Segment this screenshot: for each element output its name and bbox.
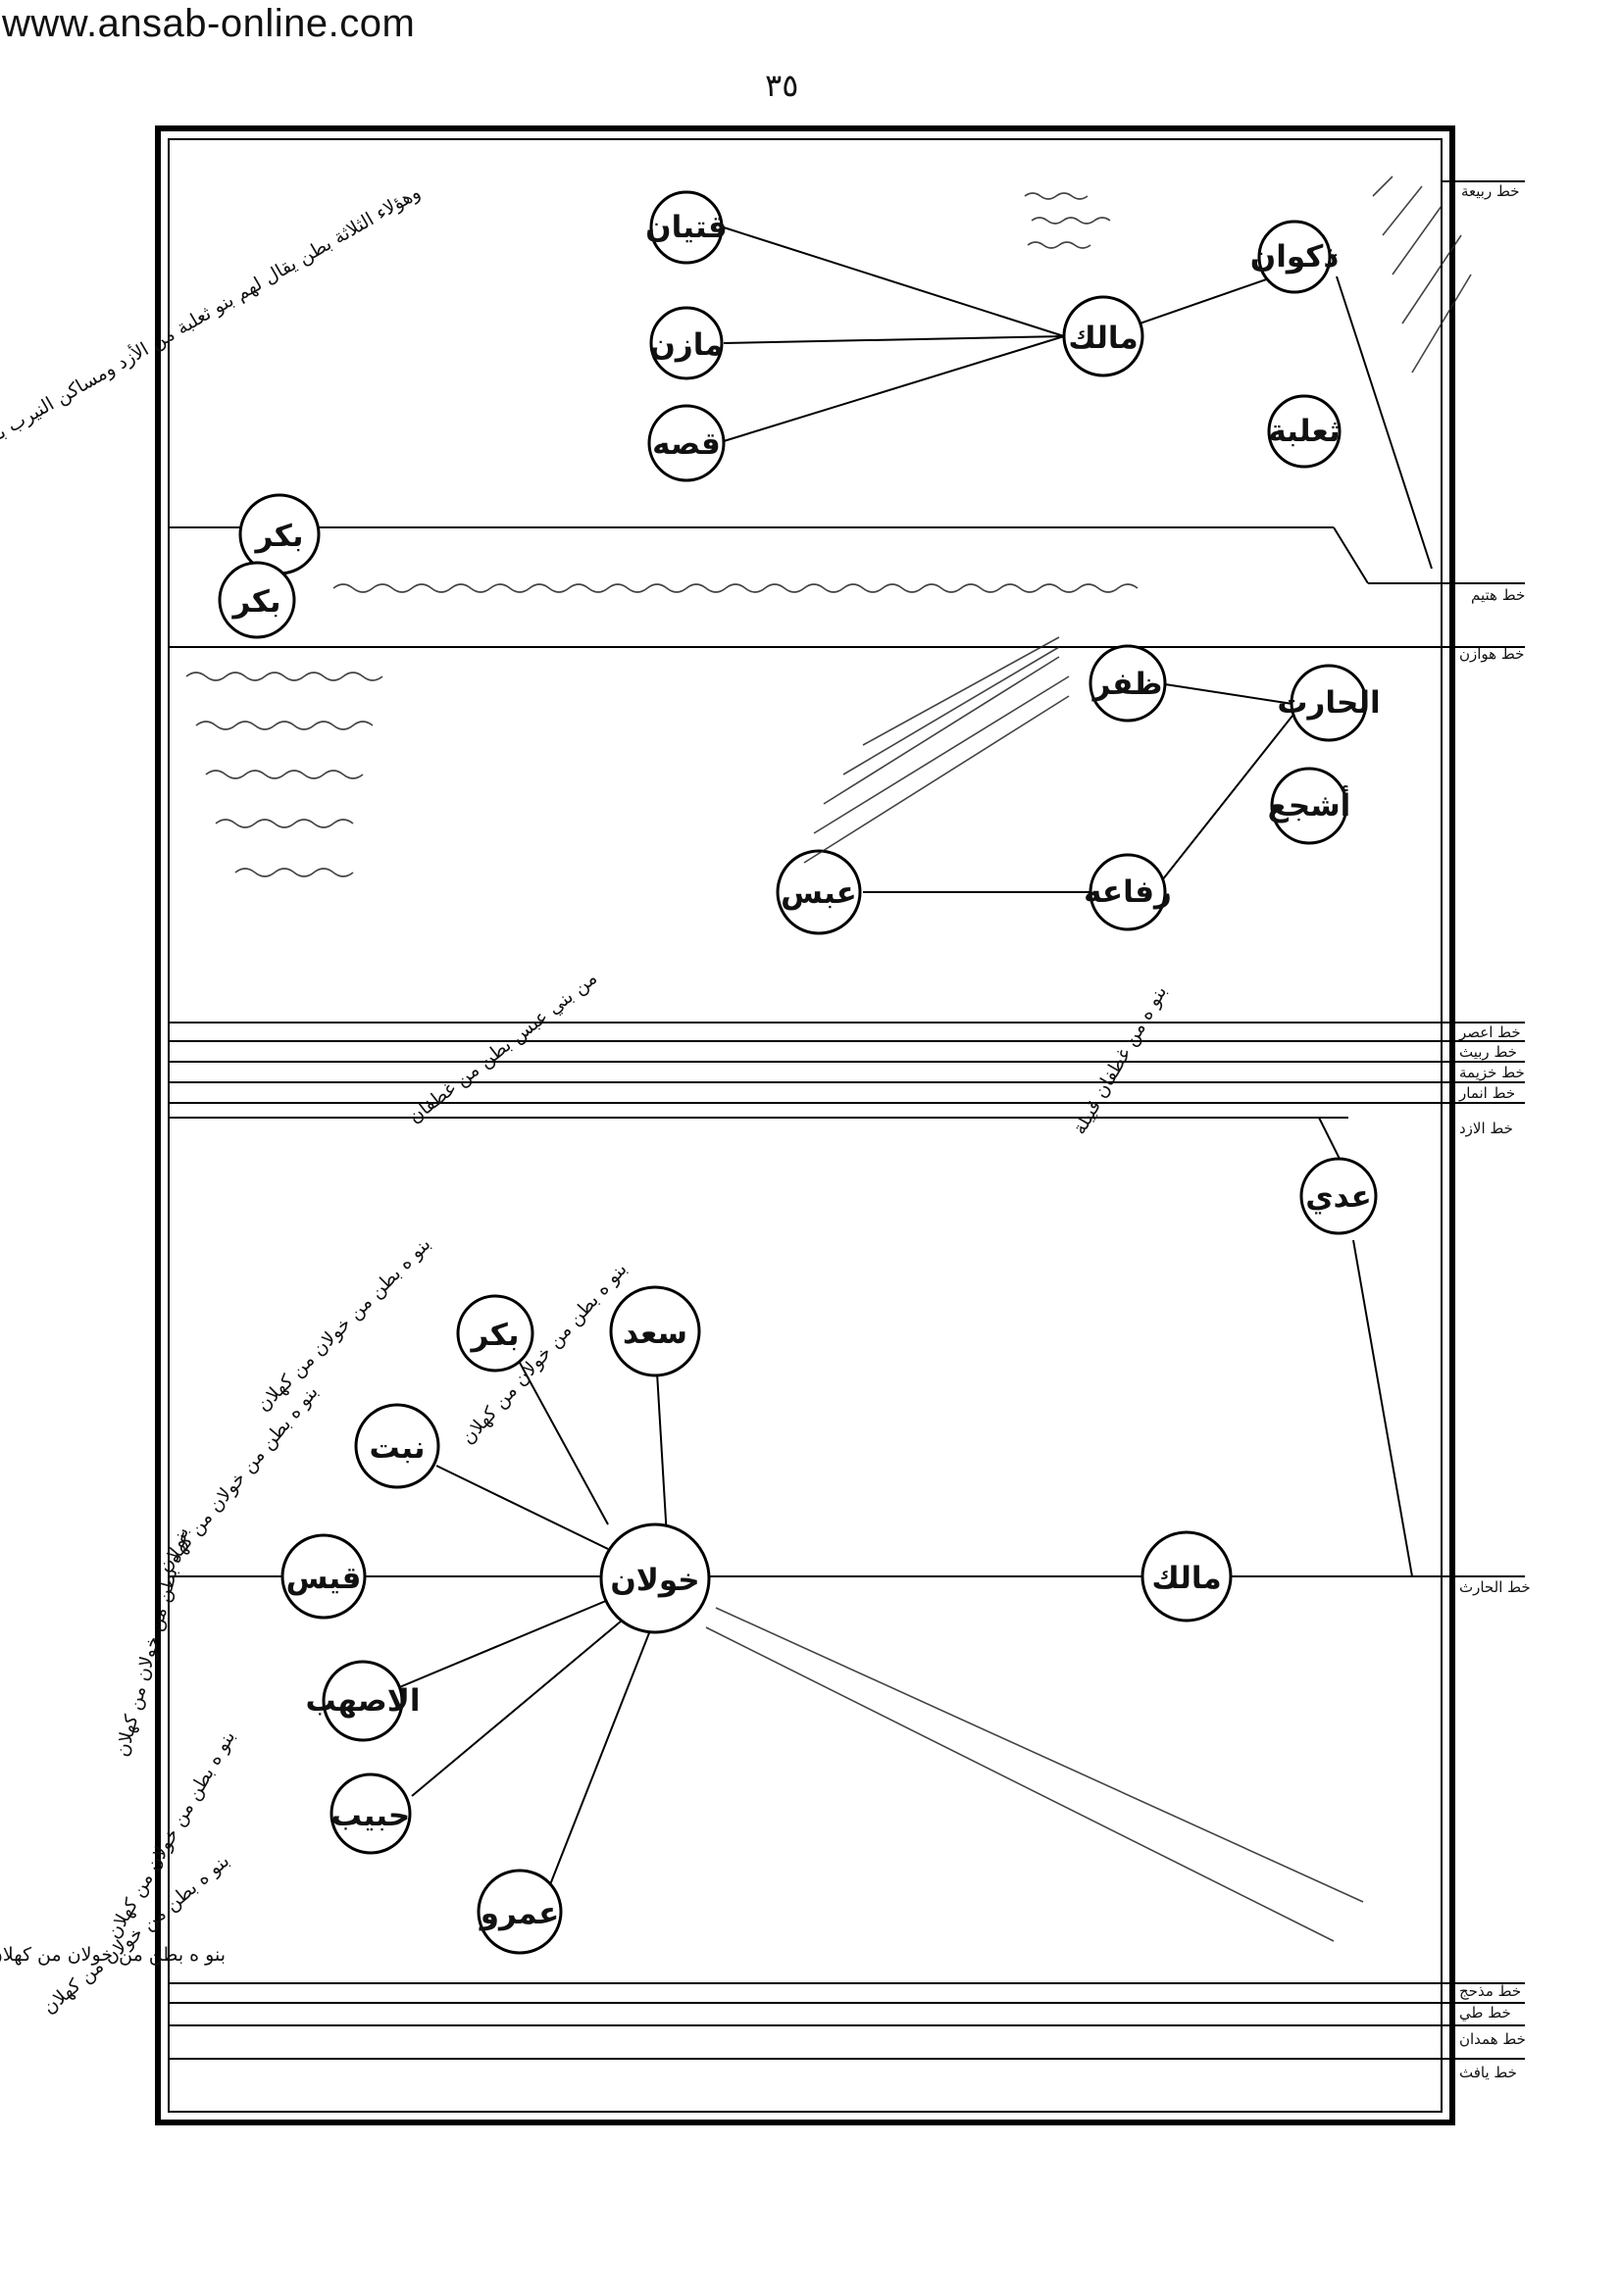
label-rabia: خط ربيعة (1461, 182, 1520, 200)
name-malik-top: مالك (1068, 321, 1138, 356)
node-circle-qusayya (647, 404, 726, 482)
name-ashja: أشجع (1268, 785, 1351, 824)
edge-khawlan-nabt (435, 1465, 609, 1550)
label-hawazin: خط هوازن (1459, 645, 1524, 663)
note-qays: بنو ه بطن من خولان من كهلان (111, 1525, 193, 1760)
name-thalaba: ثعلبة (1268, 414, 1340, 449)
node-circle-mazin (649, 306, 724, 380)
node-circle-bakr-2 (218, 561, 296, 639)
node-circle-nabt (354, 1403, 440, 1489)
inner-frame (168, 138, 1443, 2113)
scribble-malik-top (1024, 192, 1111, 249)
edge-harith-zafar (1164, 683, 1293, 705)
node-circle-habib (329, 1772, 412, 1855)
name-harith: الحارث (1277, 685, 1380, 721)
site-url-watermark: www.ansab-online.com (2, 2, 416, 45)
name-zafar: ظفر (1091, 667, 1163, 702)
node-circle-khawlan (599, 1522, 711, 1634)
scribble-thakwan (1372, 175, 1472, 374)
edge-khawlan-asahib (396, 1597, 614, 1689)
scribble-hawazin-left (185, 672, 383, 877)
node-circle-thakwan (1257, 220, 1332, 294)
line-hutaym-bend (1333, 526, 1369, 584)
name-malik-bottom: مالك (1151, 1561, 1221, 1596)
scribble-bakr-row (332, 583, 1139, 593)
label-hamdan: خط همدان (1459, 2030, 1526, 2048)
name-amr: عمرو (479, 1896, 560, 1931)
annotations: وهؤلاء الثلاثة بطن يقال لهم بنو ثعلبة من… (0, 180, 1171, 2018)
label-harith: خط الحارث (1459, 1578, 1531, 1596)
edge-thakwan-hutaym (1336, 275, 1433, 570)
name-habib: حبيب (331, 1798, 410, 1833)
node-circle-adi (1299, 1157, 1378, 1235)
outer-frame (155, 125, 1455, 2125)
label-tayy: خط طي (1459, 2004, 1511, 2022)
name-qays: قيس (286, 1561, 362, 1596)
name-asahib: الاصهب (306, 1683, 421, 1719)
edge-khawlan-saad (656, 1372, 668, 1538)
node-circle-qatyan (649, 190, 724, 265)
name-nodes (218, 190, 1378, 1955)
label-asur: خط اعصر (1458, 1023, 1521, 1041)
name-labels: ذكوان ثعلبة مالك قتيان مازن قصه بكر بكر … (231, 210, 1381, 1931)
node-circle-asahib (322, 1660, 404, 1742)
name-khawlan: خولان (610, 1563, 699, 1598)
scribble-khawlan-diagonal (705, 1607, 1364, 1942)
edge-khawlan-habib (411, 1615, 629, 1797)
name-mazin: مازن (649, 327, 723, 363)
edge-khawlan-amr (548, 1624, 653, 1888)
note-bakr: بنو ه بطن من خولان من كهلان (253, 1233, 435, 1416)
name-rifaa: رفاعه (1084, 874, 1172, 910)
name-qusayya: قصه (652, 426, 721, 462)
node-circle-saad (609, 1285, 701, 1377)
name-nabt: نبت (369, 1430, 425, 1466)
name-abs: عبس (781, 875, 857, 911)
node-circle-thalaba (1267, 394, 1342, 469)
edge-malik-qatyan (723, 226, 1065, 337)
name-thakwan: ذكوان (1250, 239, 1339, 275)
scribble-annotations (185, 175, 1472, 1942)
node-circle-malik-bottom (1140, 1530, 1233, 1622)
name-bakr-1: بكر (254, 519, 304, 554)
name-bakr-3: بكر (470, 1318, 520, 1353)
note-amr: بنو ه بطن من خولان من كهلان (0, 1944, 226, 1966)
node-circle-ashja (1270, 767, 1348, 845)
node-circle-rifaa (1089, 853, 1167, 931)
node-circle-bakr-3 (456, 1294, 534, 1373)
edge-malik-mazin (723, 335, 1065, 344)
label-yafith: خط يافث (1459, 2064, 1517, 2081)
edge-harith-rifaa (1161, 715, 1293, 881)
label-rayth: خط ربيث (1459, 1043, 1517, 1061)
label-hutaym: خط هتيم (1471, 586, 1525, 604)
name-adi: عدي (1305, 1179, 1372, 1215)
name-bakr-2: بكر (231, 584, 281, 620)
node-circle-abs (776, 849, 862, 935)
edge-malik-qusayya (723, 335, 1065, 442)
edge-adi-harith (1352, 1239, 1413, 1577)
line-labels: خط ربيعة خط هتيم خط هوازن خط اعصر خط ربي… (1458, 182, 1531, 2081)
scribble-abs-zafar (803, 636, 1070, 864)
label-anmar: خط انمار (1458, 1084, 1515, 1102)
edge-khawlan-bakr (519, 1362, 609, 1525)
node-circle-qays (280, 1533, 367, 1620)
connectors (365, 226, 1433, 1888)
node-circle-amr (477, 1869, 563, 1955)
node-circle-zafar (1089, 644, 1167, 723)
node-circle-harith (1290, 664, 1368, 742)
note-ashja: بنو ه من غطفان قبيلة (1069, 982, 1172, 1139)
name-qatyan: قتيان (645, 210, 728, 245)
node-circle-malik-top (1062, 295, 1144, 377)
page-number: ٣٥ (765, 67, 799, 104)
label-khuzayma: خط خزيمة (1459, 1064, 1525, 1081)
note-mazin-group: وهؤلاء الثلاثة بطن يقال لهم بنو ثعلبة من… (0, 180, 425, 469)
label-azd: خط الازد (1459, 1120, 1513, 1137)
label-madhhij: خط مذحج (1459, 1982, 1521, 2000)
name-saad: سعد (623, 1316, 687, 1351)
